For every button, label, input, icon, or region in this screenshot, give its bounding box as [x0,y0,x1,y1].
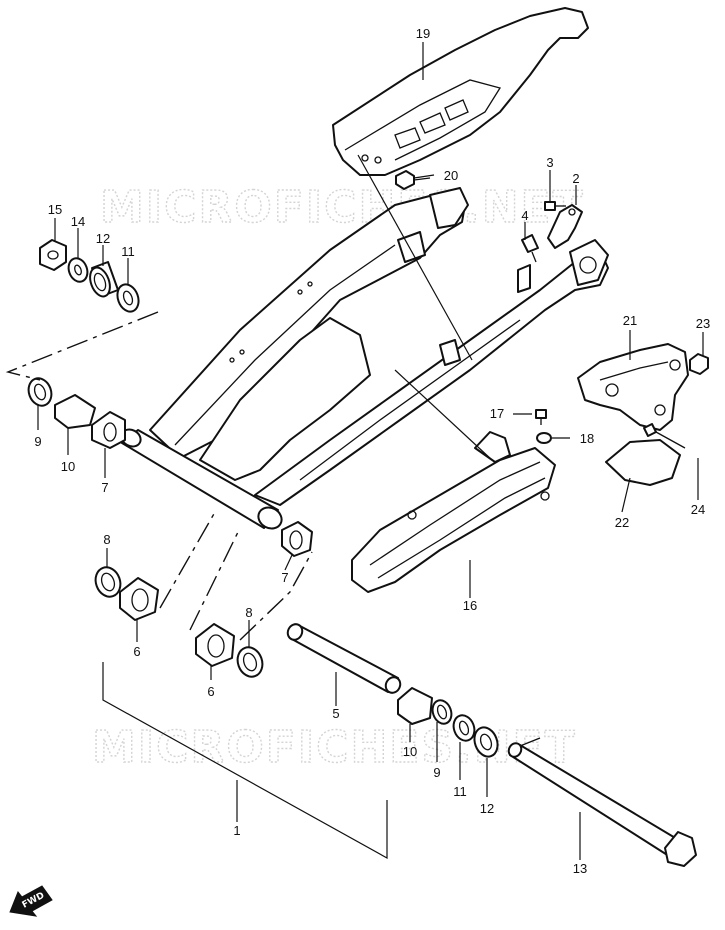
pivot-shaft-part[interactable] [506,737,697,867]
dust-seal-b-part[interactable] [234,644,267,680]
pivot-seal-right-part[interactable] [450,712,478,743]
pivot-bearing-left-part[interactable] [86,261,119,299]
watermark-bottom: MICROFICHES.NET [92,722,577,773]
watermark-top: MICROFICHES.NET [100,182,585,233]
callout-7-left[interactable]: 7 [101,480,108,495]
callout-21[interactable]: 21 [623,313,637,328]
callout-7-mid[interactable]: 7 [281,570,288,585]
bracket-screw-part[interactable] [521,234,539,263]
bracket-bolt-24-part[interactable] [643,423,686,449]
callout-17[interactable]: 17 [490,406,504,421]
callout-9-right[interactable]: 9 [433,765,440,780]
rear-brake-bracket-part[interactable] [577,343,689,431]
callout-10-right[interactable]: 10 [403,744,417,759]
assembly-bracket-line [102,662,388,860]
callout-24[interactable]: 24 [691,502,705,517]
callout-6-left[interactable]: 6 [133,644,140,659]
callout-1[interactable]: 1 [233,823,240,838]
pivot-spacer-tube-part[interactable] [285,622,403,696]
dust-seal-right-part[interactable] [429,698,454,727]
needle-bearing-top-part[interactable] [91,411,126,449]
bearing-a-part[interactable] [119,577,159,621]
chain-slider-screw-part[interactable] [535,409,547,425]
callout-18[interactable]: 18 [580,431,594,446]
callout-12-top[interactable]: 12 [96,231,110,246]
callout-22[interactable]: 22 [615,515,629,530]
forward-direction-arrow: FWD [9,885,53,917]
callout-2[interactable]: 2 [572,171,579,186]
pivot-nut-part[interactable] [39,239,67,271]
callout-23[interactable]: 23 [696,316,710,331]
pivot-seal-left-part[interactable] [114,281,142,314]
pivot-bearing-right-part[interactable] [471,724,502,760]
callout-4[interactable]: 4 [521,208,528,223]
assembly-guide-lines [5,311,313,641]
callout-8-left[interactable]: 8 [103,532,110,547]
leader-lines [37,42,704,860]
bearing-b-part[interactable] [195,623,235,667]
callout-11-top[interactable]: 11 [121,244,135,259]
callout-9-left[interactable]: 9 [34,434,41,449]
bracket-bolt-23-part[interactable] [689,353,709,375]
chain-guard-bolt-part[interactable] [395,170,431,190]
callout-8-mid[interactable]: 8 [245,605,252,620]
chain-adjuster-bracket-part[interactable] [547,204,583,249]
callout-14[interactable]: 14 [71,214,85,229]
callout-10-left[interactable]: 10 [61,459,75,474]
chain-guard-top-part[interactable] [332,7,589,176]
needle-bearing-mid-part[interactable] [281,521,313,557]
chain-slider-washer-part[interactable] [536,432,552,444]
callout-19[interactable]: 19 [416,26,430,41]
callout-5[interactable]: 5 [332,706,339,721]
callout-labels: 19 20 3 2 4 15 14 12 11 9 10 7 8 7 6 6 8… [34,26,710,876]
dust-seal-left-part[interactable] [25,375,55,409]
callout-11-right[interactable]: 11 [453,784,467,799]
callout-20[interactable]: 20 [444,168,458,183]
pivot-washer-part[interactable] [65,256,90,285]
spacer-left-part[interactable] [54,394,96,429]
callout-12-right[interactable]: 12 [480,801,494,816]
callout-15[interactable]: 15 [48,202,62,217]
callout-13[interactable]: 13 [573,861,587,876]
spacer-right-part[interactable] [397,687,433,725]
swingarm-part[interactable] [118,187,609,532]
dust-seal-a-part[interactable] [92,564,125,600]
bracket-bolt-part[interactable] [544,201,566,211]
callout-3[interactable]: 3 [546,155,553,170]
bracket-cover-part[interactable] [605,439,681,486]
callout-6-mid[interactable]: 6 [207,684,214,699]
callout-16[interactable]: 16 [463,598,477,613]
chain-slider-part[interactable] [351,431,556,593]
